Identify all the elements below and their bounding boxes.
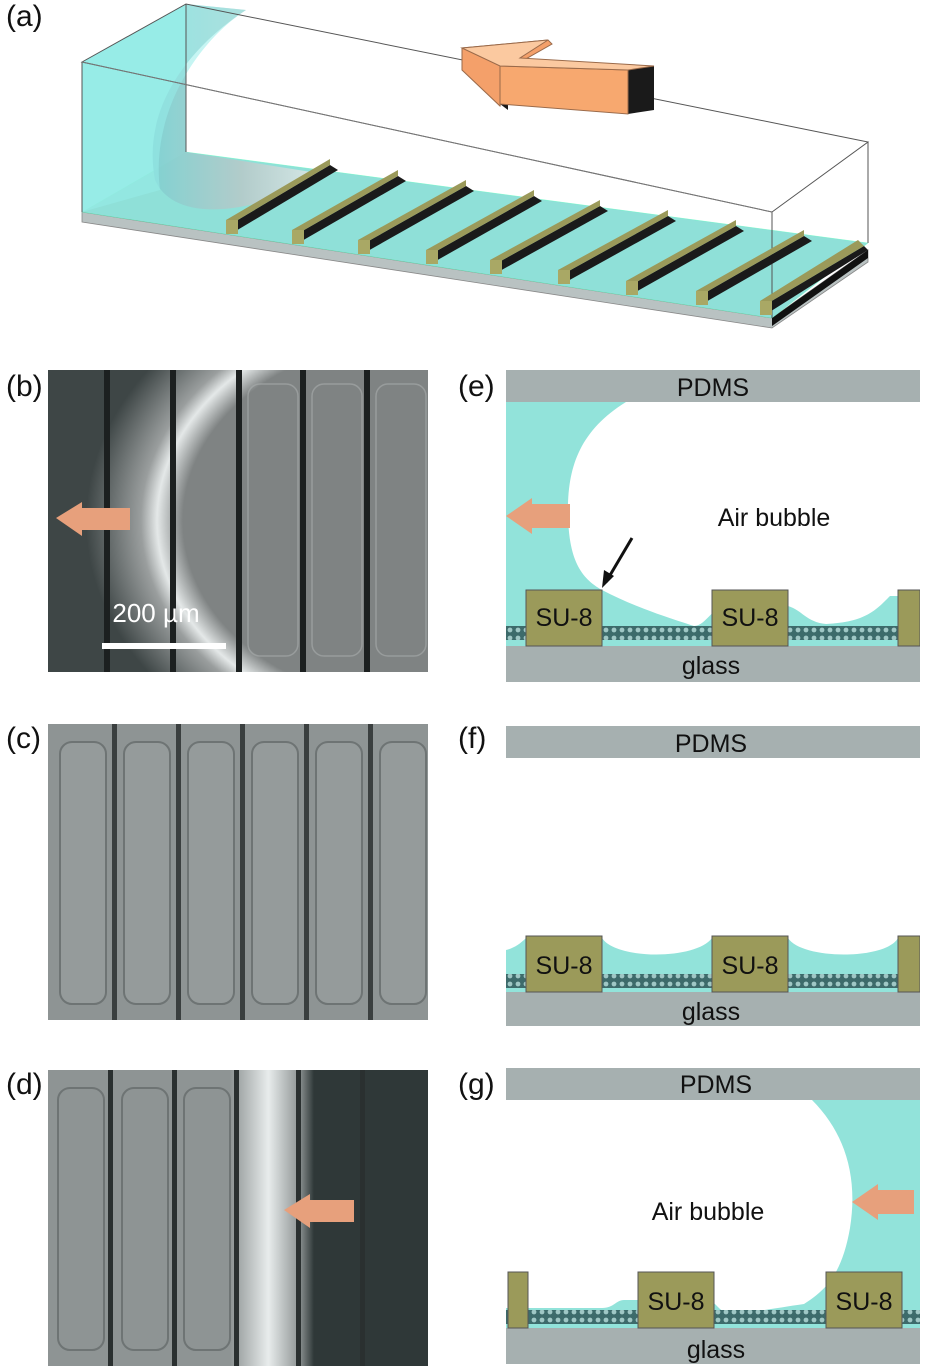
su8-block bbox=[525, 589, 603, 647]
flow-arrow-left-d bbox=[284, 1194, 354, 1228]
panel-label-d: (d) bbox=[6, 1068, 43, 1101]
su8-block bbox=[711, 589, 789, 647]
contact-line-pointer-arrow bbox=[602, 537, 634, 588]
panel-label-e: (e) bbox=[458, 370, 495, 403]
scale-bar bbox=[102, 643, 226, 649]
schematic-f: PDMS glass SU-8 SU-8 bbox=[506, 726, 920, 1026]
su8-block-partial bbox=[897, 589, 920, 647]
su8-label: SU-8 bbox=[722, 604, 779, 632]
su8-block bbox=[825, 1271, 903, 1329]
pdms-label: PDMS bbox=[675, 730, 747, 758]
flow-arrow-left-b bbox=[56, 502, 130, 536]
glass-label: glass bbox=[682, 998, 740, 1026]
pdms-layer bbox=[506, 1068, 920, 1100]
su8-label: SU-8 bbox=[722, 952, 779, 980]
flow-arrow-left-g bbox=[852, 1184, 914, 1220]
flow-arrow-left-e bbox=[506, 498, 570, 534]
su8-label: SU-8 bbox=[648, 1288, 705, 1316]
scale-bar-label: 200 µm bbox=[112, 598, 199, 628]
micrograph-b: 200 µm bbox=[48, 370, 428, 672]
panel-label-g: (g) bbox=[458, 1068, 495, 1101]
schematic-e: PDMS glass SU-8 SU-8 Air bubble bbox=[506, 370, 920, 682]
meniscus bbox=[152, 4, 330, 210]
air-bubble bbox=[506, 1100, 853, 1314]
air-bubble bbox=[568, 402, 920, 626]
air-bubble-label: Air bubble bbox=[718, 504, 831, 532]
pdms-layer bbox=[506, 726, 920, 758]
pdms-label: PDMS bbox=[680, 1071, 752, 1099]
flow-direction-arrow-3d bbox=[460, 39, 655, 115]
channel-3d-illustration bbox=[80, 3, 870, 329]
pdms-layer bbox=[506, 370, 920, 402]
su8-block bbox=[637, 1271, 715, 1329]
air-bubble-label: Air bubble bbox=[652, 1198, 765, 1226]
panel-label-a: (a) bbox=[6, 0, 43, 33]
su8-label: SU-8 bbox=[536, 952, 593, 980]
su8-label: SU-8 bbox=[536, 604, 593, 632]
micrograph-c-ridges bbox=[112, 724, 373, 1020]
su8-block bbox=[525, 935, 603, 993]
su8-block-partial bbox=[897, 935, 920, 993]
glass-label: glass bbox=[682, 652, 740, 680]
glass-layer bbox=[506, 992, 920, 1026]
su8-block bbox=[711, 935, 789, 993]
su8-block-partial bbox=[507, 1271, 529, 1329]
glass-layer bbox=[506, 646, 920, 682]
panel-label-c: (c) bbox=[6, 722, 41, 755]
panel-label-b: (b) bbox=[6, 370, 43, 403]
micrograph-d bbox=[48, 1070, 428, 1366]
glass-label: glass bbox=[687, 1336, 745, 1364]
glass-layer bbox=[506, 1328, 920, 1364]
su8-label: SU-8 bbox=[836, 1288, 893, 1316]
su8-ridges bbox=[226, 159, 868, 315]
schematic-g: PDMS glass SU-8 SU-8 Air bubble bbox=[506, 1068, 920, 1364]
micrograph-c bbox=[48, 724, 428, 1020]
panel-label-f: (f) bbox=[458, 722, 487, 755]
pdms-label: PDMS bbox=[677, 374, 749, 402]
